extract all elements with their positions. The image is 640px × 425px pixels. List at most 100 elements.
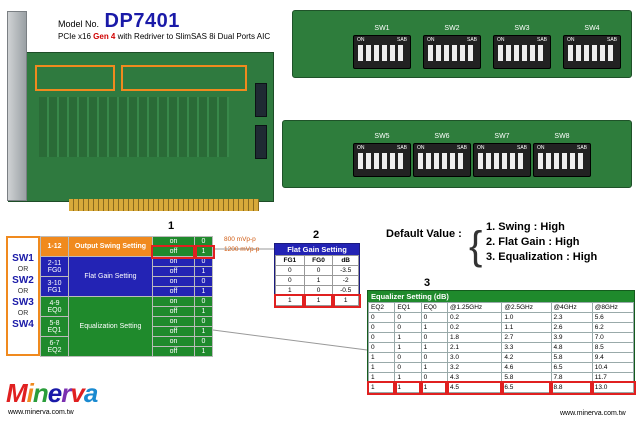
table-cell: 1 [392, 380, 424, 395]
table-cell: 0.2 [446, 312, 503, 323]
table-row: 1-12 Output Swing Setting on 0 [40, 236, 213, 257]
sw-label: SW2 [12, 275, 34, 286]
group-pins: 6-7 [49, 339, 60, 347]
table-cell: 1 [367, 372, 396, 383]
table-cell: 0 [394, 312, 422, 323]
table-cell: 1 [419, 380, 450, 395]
table-cell: 4.8 [550, 342, 593, 353]
group-name: FG1 [47, 286, 62, 294]
slimsas-port-1 [255, 83, 267, 117]
switch-highlight-right [121, 65, 247, 91]
column-header: FG1 [275, 255, 305, 266]
group-pins: 4-9 [49, 299, 60, 307]
or-label: OR [17, 288, 29, 295]
switch-settings-table: 1-12 Output Swing Setting on 0 off 1 2-1… [40, 236, 215, 357]
table-cell: 4.5 [445, 380, 504, 395]
state-cell: on [152, 236, 195, 247]
state-cell: on [152, 296, 195, 307]
value-cell: 0 [194, 236, 213, 247]
table-cell: 0 [367, 312, 396, 323]
value-cell: 1 [194, 286, 213, 297]
or-label: OR [17, 310, 29, 317]
callout-1: 1 [168, 220, 175, 232]
table-cell: 6.2 [591, 322, 635, 333]
board-components [39, 97, 229, 157]
table-cell: 0 [367, 332, 396, 343]
table-cell: 1 [303, 275, 334, 286]
state-cell: off [152, 266, 195, 277]
dip-label: SW8 [554, 133, 570, 140]
table-cell: 1 [366, 380, 397, 395]
model-number: DP7401 [104, 10, 180, 32]
state-cell: on [152, 316, 195, 327]
state-cell: on [152, 256, 195, 267]
table-cell: 6.5 [499, 380, 554, 395]
table-cell: 0 [303, 265, 334, 276]
table-cell: 6.5 [550, 362, 593, 373]
slimsas-port-2 [255, 125, 267, 159]
dip-on-label: ON [427, 37, 435, 43]
table-cell: 2.3 [550, 312, 593, 323]
dip-sab-label: SAB [576, 145, 587, 151]
value-cell: 0 [194, 256, 213, 267]
column-header: EQ0 [420, 302, 448, 313]
table-cell: 0 [420, 372, 448, 383]
column-header: @8GHz [591, 302, 635, 313]
state-cell: off [152, 306, 195, 317]
table-cell: 0 [303, 285, 334, 296]
table-cell: 3.2 [446, 362, 503, 373]
table-cell: 0 [394, 352, 422, 363]
table-cell: 3.3 [501, 342, 552, 353]
table-cell: 0 [275, 265, 305, 276]
default-value: Default Value : { 1. Swing : High 2. Fla… [386, 221, 597, 266]
value-cell: 1 [194, 306, 213, 317]
value-cell: 1 [194, 346, 213, 357]
table-row: off 1 [41, 346, 213, 357]
table-cell: -2 [332, 275, 359, 286]
table-cell: -0.5 [332, 285, 359, 296]
table-cell: 0 [394, 322, 422, 333]
table-cell: 3.9 [550, 332, 593, 343]
table-cell: 1.1 [501, 322, 552, 333]
table-cell: 2.1 [446, 342, 503, 353]
table-cell: 1 [273, 293, 307, 308]
flat-gain-label: Flat Gain Setting [68, 256, 153, 297]
table-header-row: FG1 FG0 dB [275, 255, 359, 266]
switch-highlight-left [35, 65, 115, 91]
brace-icon: { [469, 224, 483, 268]
value-cell: 0 [194, 276, 213, 287]
column-header: @1.25GHz [446, 302, 503, 313]
dip-label: SW4 [584, 25, 600, 32]
table-cell: 13.0 [590, 380, 636, 395]
table-cell: 10.4 [591, 362, 635, 373]
value-cell: 0 [194, 296, 213, 307]
equalizer-title: Equalizer Setting (dB) [371, 292, 449, 301]
dip-label: SW7 [494, 133, 510, 140]
table-cell: 0 [367, 322, 396, 333]
table-cell: 5.6 [591, 312, 635, 323]
sw-label: SW4 [12, 319, 34, 330]
sw-label: SW1 [12, 253, 34, 264]
value-cell: 0 [194, 316, 213, 327]
equalizer-panel: Equalizer Setting (dB) EQ2 EQ1 EQ0 @1.25… [366, 290, 636, 395]
default-value-list: 1. Swing : High 2. Flat Gain : High 3. E… [486, 220, 597, 265]
table-cell: 1 [394, 342, 422, 353]
